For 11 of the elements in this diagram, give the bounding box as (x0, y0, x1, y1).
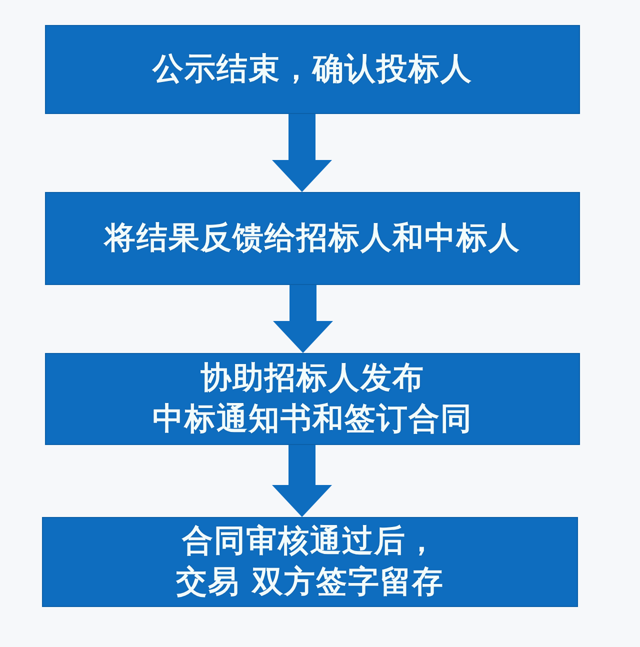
step-text: 协助招标人发布中标通知书和签订合同 (152, 359, 472, 439)
step-text: 将结果反馈给招标人和中标人 (104, 219, 520, 258)
process-box (45, 25, 580, 114)
process-box (42, 517, 578, 607)
process-box (45, 192, 580, 285)
arrow (272, 114, 332, 192)
process-box (45, 353, 580, 445)
arrow (273, 285, 333, 353)
arrow (272, 445, 332, 517)
step-text: 合同审核通过后，交易 双方签字留存 (176, 522, 444, 602)
step-text: 公示结束，确认投标人 (152, 50, 472, 89)
